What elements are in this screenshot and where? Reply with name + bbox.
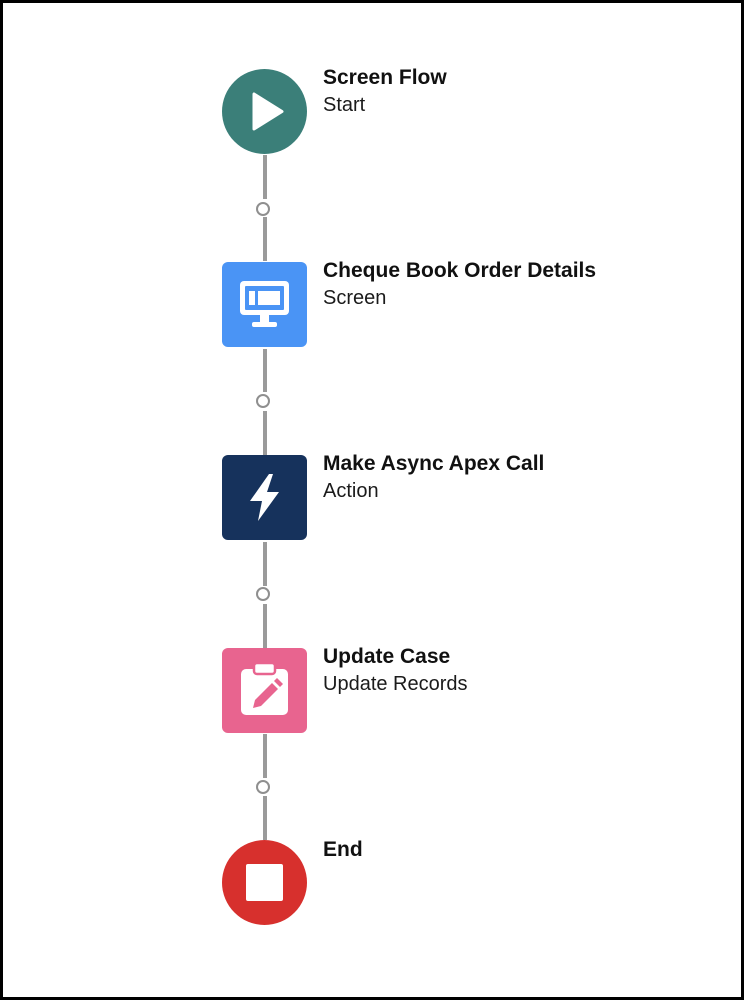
connector-line	[263, 349, 267, 392]
screen-node[interactable]	[222, 262, 307, 347]
connector-line	[263, 217, 267, 261]
update-records-node[interactable]	[222, 648, 307, 733]
play-icon	[252, 92, 284, 131]
add-element-button[interactable]	[256, 780, 270, 794]
end-node[interactable]	[222, 840, 307, 925]
node-type: Update Records	[323, 673, 468, 695]
node-type: Start	[323, 94, 366, 116]
node-title: Cheque Book Order Details	[323, 259, 597, 282]
node-title: Make Async Apex Call	[323, 452, 545, 475]
add-element-button[interactable]	[256, 394, 270, 408]
screen-node-label: Cheque Book Order Details Screen	[323, 258, 596, 312]
connector-line	[263, 796, 267, 840]
end-node-label: End	[323, 837, 363, 863]
connector-line	[263, 155, 267, 199]
connector-line	[263, 411, 267, 455]
action-node-label: Make Async Apex Call Action	[323, 451, 544, 505]
add-element-button[interactable]	[256, 202, 270, 216]
connector-line	[263, 734, 267, 778]
action-node[interactable]	[222, 455, 307, 540]
connector-line	[263, 604, 267, 648]
stop-icon	[246, 864, 283, 901]
node-title: End	[323, 838, 363, 861]
clipboard-edit-icon	[241, 661, 288, 715]
screen-icon	[240, 281, 289, 327]
node-title: Screen Flow	[323, 66, 447, 89]
start-node[interactable]	[222, 69, 307, 154]
update-records-node-label: Update Case Update Records	[323, 644, 468, 698]
node-type: Screen	[323, 287, 387, 309]
add-element-button[interactable]	[256, 587, 270, 601]
start-node-label: Screen Flow Start	[323, 65, 447, 119]
connector-line	[263, 542, 267, 586]
lightning-icon	[250, 474, 279, 521]
node-type: Action	[323, 480, 379, 502]
node-title: Update Case	[323, 645, 451, 668]
